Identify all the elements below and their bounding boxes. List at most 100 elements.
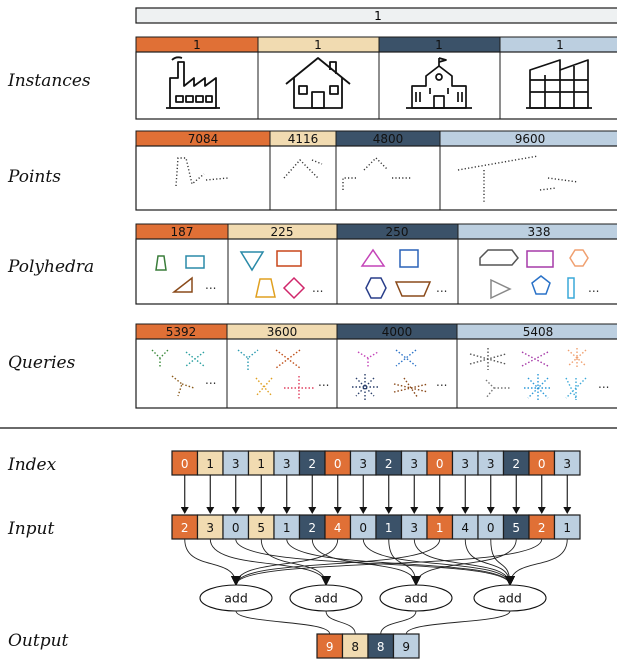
index-cell-value: 3 — [283, 457, 291, 471]
instances-header-3: 1 — [435, 38, 443, 52]
input-cell-value: 1 — [563, 521, 571, 535]
add-op-label: add — [498, 591, 522, 606]
factory-icon — [166, 56, 220, 109]
output-label: Output — [8, 631, 69, 651]
input-cell — [451, 514, 479, 540]
polyhedra-shapes — [155, 248, 589, 300]
instances-header-2: 1 — [314, 38, 322, 52]
index-cell-value: 3 — [359, 457, 367, 471]
index-cell — [375, 450, 403, 476]
input-cell-value: 4 — [461, 521, 469, 535]
op-to-output-line — [235, 610, 331, 635]
scatter-curve — [362, 538, 515, 586]
scatter-curve — [411, 538, 517, 586]
index-cell-value: 3 — [563, 457, 571, 471]
input-cell — [375, 514, 403, 540]
index-cell — [426, 450, 454, 476]
index-cell — [298, 450, 326, 476]
input-cell — [502, 514, 530, 540]
polyhedra-header-4: 338 — [528, 225, 551, 239]
top-bar: 1 — [135, 7, 617, 24]
polyhedra-header-1: 187 — [171, 225, 194, 239]
op-to-output-line — [380, 610, 417, 635]
index-to-input-arrows — [180, 475, 572, 514]
scatter-curve — [286, 538, 515, 586]
index-cell — [477, 450, 505, 476]
input-cell-value: 0 — [232, 521, 240, 535]
add-to-output-lines — [235, 610, 511, 635]
index-cell-value: 3 — [232, 457, 240, 471]
index-cell-value: 3 — [461, 457, 469, 471]
polyhedra-ellipsis-2: ... — [312, 281, 323, 295]
queries-row: 5392 3600 4000 5408 ... ... — [135, 323, 617, 409]
output-cell — [392, 633, 420, 659]
input-cell-value: 1 — [436, 521, 444, 535]
input-cell-value: 2 — [308, 521, 316, 535]
index-cell-value: 3 — [487, 457, 495, 471]
polyhedra-ellipsis-3: ... — [436, 281, 447, 295]
queries-ellipsis-4: ... — [598, 377, 609, 391]
index-cell-value: 2 — [512, 457, 520, 471]
points-header-1: 7084 — [188, 132, 219, 146]
scatter-curve — [505, 538, 568, 586]
input-cell — [171, 514, 199, 540]
index-cell-value: 0 — [334, 457, 342, 471]
index-cell-value: 0 — [436, 457, 444, 471]
add-operations: add add add add — [199, 584, 547, 612]
add-op-label: add — [224, 591, 248, 606]
index-cell — [553, 450, 581, 476]
add-op-label: add — [404, 591, 428, 606]
index-cell-value: 1 — [206, 457, 214, 471]
row-label-queries: Queries — [8, 353, 76, 373]
polyhedra-ellipsis-4: ... — [588, 281, 599, 295]
output-cell — [367, 633, 395, 659]
scatter-curve — [209, 538, 331, 586]
input-cell — [298, 514, 326, 540]
input-cell-value: 2 — [181, 521, 189, 535]
index-cell-value: 0 — [538, 457, 546, 471]
output-cell-value: 9 — [402, 640, 410, 654]
scatter-curve — [231, 538, 441, 586]
queries-ellipsis-3: ... — [436, 375, 447, 389]
output-cell-value: 9 — [326, 640, 334, 654]
points-header-2: 4116 — [288, 132, 319, 146]
instances-header-4: 1 — [556, 38, 564, 52]
house-icon — [285, 57, 351, 109]
queries-header-4: 5408 — [523, 325, 554, 339]
input-cell — [247, 514, 275, 540]
greenhouse-icon — [526, 59, 592, 109]
scatter-curve — [231, 538, 543, 586]
polyhedra-header-2: 225 — [271, 225, 294, 239]
output-cell-value: 8 — [351, 640, 359, 654]
points-sketches — [175, 155, 579, 202]
index-label: Index — [7, 455, 57, 475]
instances-row: 1 1 1 1 — [135, 36, 617, 120]
polyhedra-ellipsis-1: ... — [205, 278, 216, 292]
input-cell-value: 0 — [359, 521, 367, 535]
scatter-curve — [260, 538, 331, 586]
queries-ellipsis-2: ... — [318, 375, 329, 389]
row-label-instances: Instances — [7, 71, 91, 91]
scatter-curve — [235, 538, 515, 586]
points-row: 7084 4116 4800 9600 — [135, 130, 617, 211]
queries-header-3: 4000 — [382, 325, 413, 339]
queries-header-1: 5392 — [166, 325, 197, 339]
polyhedra-header-3: 250 — [386, 225, 409, 239]
input-cell — [477, 514, 505, 540]
input-cell-value: 2 — [538, 521, 546, 535]
input-cell-value: 4 — [334, 521, 342, 535]
output-cell — [316, 633, 344, 659]
input-cell-value: 5 — [512, 521, 520, 535]
polyhedra-row: 187 225 250 338 ... ... ... — [135, 223, 617, 305]
index-cell-value: 2 — [385, 457, 393, 471]
top-bar-label: 1 — [374, 9, 382, 23]
add-op-label: add — [314, 591, 338, 606]
school-icon — [406, 57, 472, 109]
index-cell-value: 3 — [410, 457, 418, 471]
input-cell — [426, 514, 454, 540]
input-cell-value: 1 — [283, 521, 291, 535]
index-cell-value: 2 — [308, 457, 316, 471]
scatter-curve — [184, 538, 241, 586]
